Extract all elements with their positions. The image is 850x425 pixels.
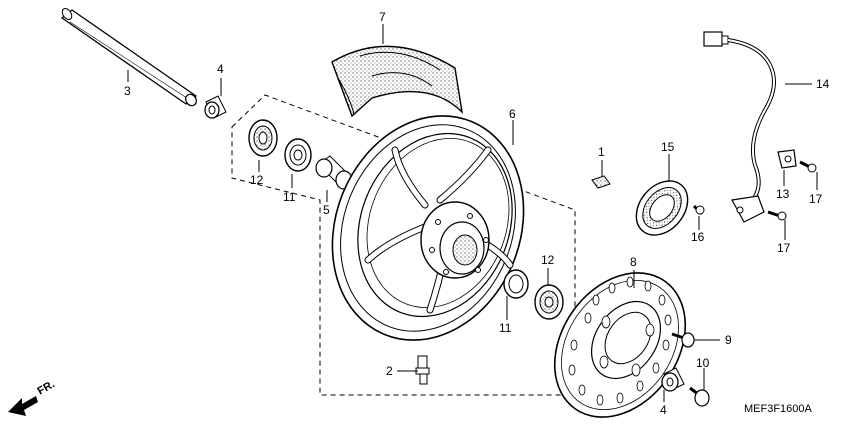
callout-8: 8: [630, 255, 637, 269]
callout-7: 7: [379, 10, 386, 24]
callout-17-upper: 17: [809, 192, 823, 206]
leader-lines: [127, 24, 818, 402]
callout-2: 2: [386, 364, 393, 378]
dust-seal-left: [284, 138, 312, 172]
callout-12-left: 12: [250, 173, 264, 187]
pulser-ring: [635, 180, 689, 236]
dust-seal-right: [503, 269, 529, 299]
speed-sensor: [703, 31, 776, 223]
direction-label: FR.: [36, 378, 57, 397]
callout-6: 6: [509, 107, 516, 121]
tire: [331, 45, 464, 118]
callout-14: 14: [816, 77, 830, 91]
brake-disc: [553, 272, 687, 418]
callout-5: 5: [323, 203, 330, 217]
callout-11-left: 11: [283, 190, 296, 204]
callout-1: 1: [598, 145, 605, 159]
callout-13: 13: [776, 187, 790, 201]
callout-4-top: 4: [217, 62, 224, 76]
flange-bolt: [689, 386, 710, 407]
callout-16: 16: [691, 230, 705, 244]
callout-4-bottom: 4: [660, 403, 667, 417]
assembly-outline: [231, 94, 576, 396]
callout-17-lower: 17: [777, 241, 791, 255]
wheel-rim: [331, 115, 525, 341]
bearing-right: [534, 284, 564, 320]
axle: [60, 8, 198, 107]
cable-clamp: [777, 149, 797, 169]
callout-15: 15: [661, 140, 675, 154]
bearing-left: [248, 119, 278, 157]
callout-11-right: 11: [499, 321, 512, 335]
bolt-16: [692, 204, 705, 216]
bolt-17-lower: [767, 210, 787, 221]
callout-9: 9: [725, 333, 732, 347]
valve-stem: [415, 355, 430, 385]
callout-3: 3: [124, 84, 131, 98]
collar-spacer-bottom: [661, 367, 685, 392]
collar-spacer-top: [204, 95, 227, 119]
front-arrow-icon: [8, 396, 38, 416]
distance-collar: [315, 155, 353, 190]
clip: [591, 175, 611, 189]
drawing-code: MEF3F1600A: [744, 403, 813, 415]
callout-10: 10: [696, 356, 710, 370]
bolt-17-upper: [799, 160, 817, 173]
callout-12-right: 12: [541, 253, 555, 267]
